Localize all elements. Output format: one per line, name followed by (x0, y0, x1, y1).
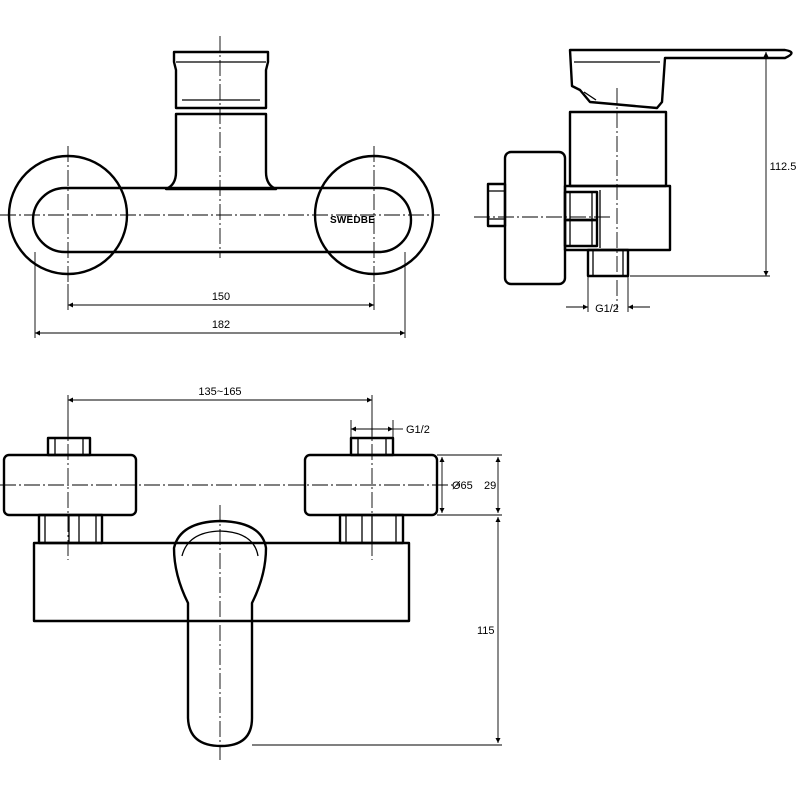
side-lever (568, 48, 793, 110)
side-escutcheon (503, 150, 567, 286)
side-wall-fitting (486, 182, 507, 228)
dimension-150-label: 150 (212, 291, 230, 303)
dimension-29-label: 29 (484, 480, 496, 492)
top-left-fitting (46, 436, 92, 457)
side-outlet (586, 248, 630, 278)
dimension-182-label: 182 (212, 319, 230, 331)
top-thread-label: G1/2 (406, 424, 430, 436)
top-main-body (32, 541, 411, 623)
top-left-nut (37, 513, 104, 545)
dimension-135-165-label: 135~165 (198, 386, 241, 398)
top-view: 135~165 G1/2 Ø65 29 115 (0, 386, 502, 760)
side-view: 112.5 G1/2 (474, 48, 797, 315)
side-main-body (563, 184, 672, 252)
front-lever-cap (172, 50, 270, 110)
top-lever (172, 519, 268, 748)
dimension-115-label: 115 (477, 625, 495, 637)
dimension-diameter-65-label: Ø65 (452, 480, 473, 492)
brand-label: SWEDBE (330, 215, 375, 226)
side-cartridge-body (568, 110, 668, 188)
side-thread-label: G1/2 (595, 303, 619, 315)
front-body (31, 186, 413, 254)
dimension-112-5-label: 112.5 (770, 161, 797, 173)
front-view: SWEDBE 150 182 (0, 36, 440, 338)
front-neck (164, 112, 278, 191)
